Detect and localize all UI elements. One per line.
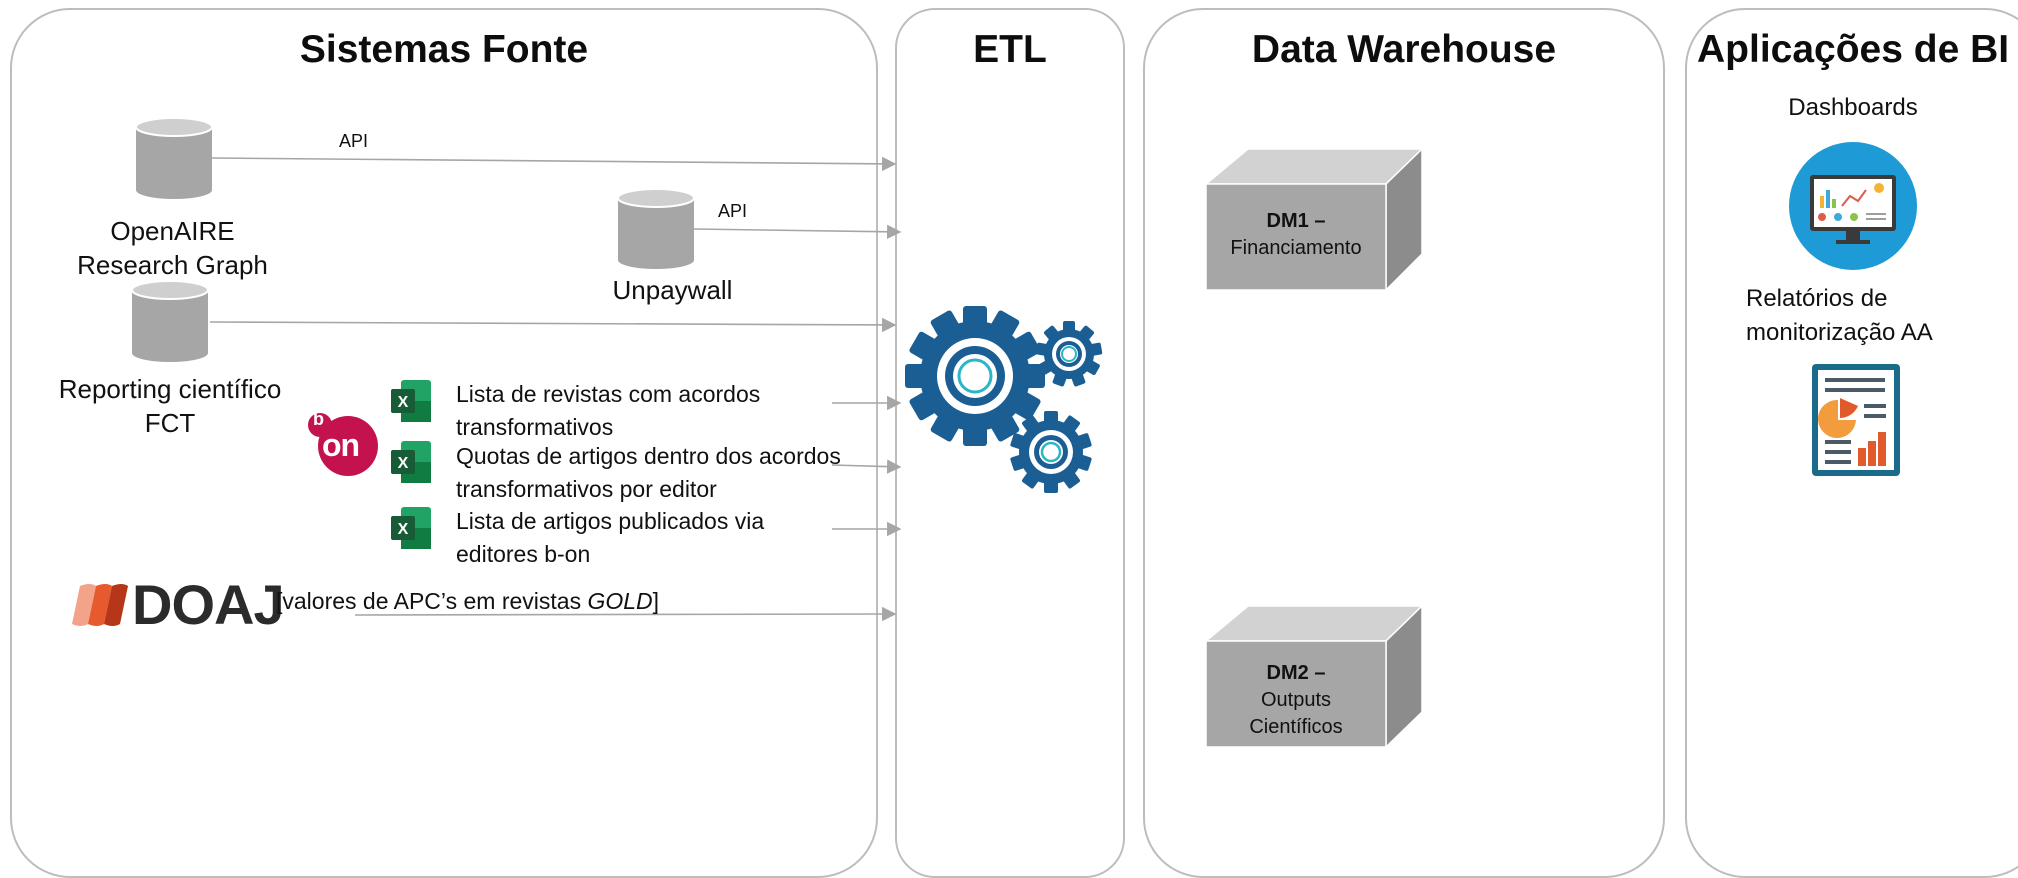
source-label-fct-line2: FCT [144,408,196,438]
panel-title-etl: ETL [973,28,1047,71]
svg-text:X: X [398,455,409,472]
doaj-note: [valores de APC’s em revistas GOLD] [276,588,659,615]
arrow-fct-etl [209,317,897,333]
arrow-openaire-etl [211,156,897,172]
datamart-code-dm2: DM2 – [1266,662,1326,684]
excel-icon-1: X [391,380,431,422]
gear-icon-small-bottom [1010,411,1092,493]
file-item-3-line2: editores b-on [456,541,591,567]
database-icon-unpaywall [617,188,695,269]
database-icon-fct [131,280,209,362]
bi-label-reports: Relatórios de monitorização AA [1746,282,1933,350]
gear-icon-small-top [1035,321,1103,387]
excel-icon-2: X [391,441,431,483]
connector-label-unpaywall: API [718,201,748,221]
doaj-note-prefix: [valores de APC’s em revistas [276,588,588,614]
file-item-2: Quotas de artigos dentro dos acordos tra… [456,440,841,506]
datamart-name-dm1: Financiamento [1230,237,1362,259]
panel-title-aplicacoes-bi: Aplicações de BI [1697,28,2010,71]
datamart-name-dm2-line2: Científicos [1249,716,1343,738]
source-label-openaire-line2: Research Graph [77,250,268,280]
datamart-cube-dm1 [1203,147,1424,292]
file-item-2-line2: transformativos por editor [456,476,717,502]
file-item-1-line1: Lista de revistas com acordos [456,381,761,407]
connector-label-openaire: API [339,131,369,151]
source-label-openaire-line1: OpenAIRE [110,216,235,246]
source-label-unpaywall: Unpaywall [612,275,733,305]
svg-text:X: X [398,394,409,411]
bon-logo-text: on [322,427,360,463]
bi-label-dashboards: Dashboards [1788,94,1918,121]
database-icon-openaire [135,117,213,199]
file-item-1: Lista de revistas com acordos transforma… [456,378,760,444]
report-document-icon [1812,364,1900,476]
doaj-logo-icon [72,584,128,626]
diagram-graphics: X X X [72,117,1917,749]
bon-logo-icon [308,413,378,476]
file-item-1-line2: transformativos [456,414,614,440]
arrow-doaj-etl [354,606,897,622]
source-label-fct: Reporting científico FCT [40,372,300,440]
arrow-unpaywall-etl [693,224,902,240]
file-item-2-line1: Quotas de artigos dentro dos acordos [456,443,841,469]
bi-label-reports-line2: monitorização AA [1746,319,1933,346]
datamart-code-dm1: DM1 – [1266,210,1326,232]
datamart-label-dm1: DM1 – Financiamento [1206,208,1386,262]
doaj-note-suffix: ] [652,588,660,614]
excel-icon-3: X [391,507,431,549]
file-item-3-line1: Lista de artigos publicados via [456,508,765,534]
arrow-file2-etl [831,459,902,474]
file-item-3: Lista de artigos publicados via editores… [456,505,764,571]
gear-icon-large [905,306,1045,446]
bon-logo-text-small: b [313,409,324,429]
doaj-logo-text: DOAJ [132,573,285,636]
datamart-cube-dm2 [1203,604,1424,749]
datamart-label-dm2: DM2 – Outputs Científicos [1206,660,1386,741]
svg-text:X: X [398,521,409,538]
source-label-openaire: OpenAIRE Research Graph [50,214,295,282]
panel-title-sistemas-fonte: Sistemas Fonte [299,28,589,71]
panel-title-data-warehouse: Data Warehouse [1251,28,1557,71]
dashboard-monitor-icon [1789,142,1917,270]
bi-label-reports-line1: Relatórios de [1746,285,1888,312]
datamart-name-dm2-line1: Outputs [1260,689,1332,711]
source-label-fct-line1: Reporting científico [58,374,282,404]
doaj-note-italic: GOLD [587,588,653,614]
